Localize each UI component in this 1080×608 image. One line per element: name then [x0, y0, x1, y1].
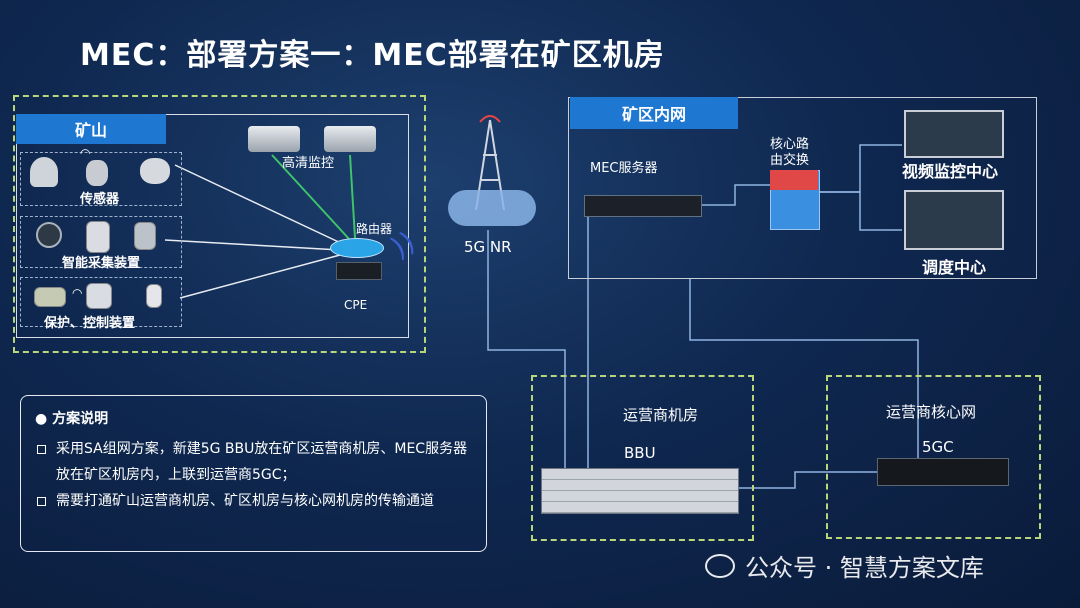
protect-device-icon: [86, 283, 112, 309]
camera-icon: [324, 126, 376, 152]
mec-switch-link: [698, 184, 770, 206]
watermark-text: 公众号 · 智慧方案文库: [745, 554, 984, 582]
description-item: 需要打通矿山运营商机房、矿区机房与核心网机房的传输通道: [35, 488, 472, 514]
mec-server-icon: [584, 195, 702, 217]
description-item-text: 采用SA组网方案，新建5G BBU放在矿区运营商机房、MEC服务器放在矿区机房内…: [56, 441, 468, 483]
watermark: 公众号 · 智慧方案文库: [705, 548, 984, 583]
fivegc-server-icon: [877, 458, 1009, 486]
tower-bbu-link: [487, 230, 566, 470]
firewall-icon: [770, 170, 818, 190]
operator-core-box: [826, 375, 1041, 539]
collector-device-icon: [134, 222, 156, 250]
bbu-label: BBU: [624, 444, 656, 462]
protect-device-icon: [34, 287, 66, 307]
switch-dispatch-link: [818, 191, 902, 231]
collector-device-icon: [86, 221, 110, 253]
wifi-icon: ◠: [80, 146, 91, 160]
mine-net-tab: 矿区内网: [570, 97, 738, 129]
gauge-icon: [36, 222, 62, 248]
square-bullet-icon: [37, 497, 46, 506]
operator-room-box: [531, 375, 754, 541]
sensor-device-icon: [140, 158, 170, 184]
description-heading: ● 方案说明: [35, 411, 109, 427]
router-label: 路由器: [356, 222, 393, 236]
router-icon: [330, 238, 384, 258]
operator-room-title: 运营商机房: [623, 406, 699, 424]
description-heading-text: 方案说明: [52, 411, 109, 427]
camera1-link: [271, 154, 351, 241]
cloud-icon: [448, 190, 536, 226]
sensor-link: [174, 164, 346, 246]
mine-net-panel: [568, 97, 1037, 279]
sensor-label: 传感器: [80, 192, 120, 207]
bbu-device-icon: [541, 468, 739, 514]
sensor-device-icon: [86, 160, 108, 186]
dispatch-room-image: [904, 190, 1004, 250]
camera2-link: [349, 154, 356, 239]
protect-link: [179, 254, 341, 299]
video-wall-image: [904, 110, 1004, 158]
square-bullet-icon: [37, 445, 46, 454]
wechat-icon: [705, 553, 735, 578]
description-item: 采用SA组网方案，新建5G BBU放在矿区运营商机房、MEC服务器放在矿区机房内…: [35, 436, 472, 488]
collector-link: [164, 239, 341, 251]
video-center-label: 视频监控中心: [902, 162, 999, 181]
cpe-label: CPE: [344, 298, 368, 312]
camera-label: 高清监控: [282, 156, 335, 171]
sensor-device-icon: [30, 157, 58, 187]
sensor-group: [20, 152, 182, 206]
mine-tab: 矿山: [16, 114, 166, 144]
collector-group: [20, 216, 182, 268]
wifi-icon: ◠: [72, 286, 83, 300]
core-switch-label: 核心路由交换: [770, 137, 810, 168]
cpe-device-icon: [336, 262, 382, 280]
camera-icon: [248, 126, 300, 152]
dispatch-center-label: 调度中心: [922, 258, 987, 277]
bbu-5gc-link: [738, 471, 878, 489]
antenna-tower-icon: [470, 110, 510, 220]
scheme-description: ● 方案说明 采用SA组网方案，新建5G BBU放在矿区运营商机房、MEC服务器…: [20, 395, 487, 552]
protect-group: [20, 277, 182, 327]
operator-core-title: 运营商核心网: [886, 403, 977, 421]
minenet-5gc-link: [689, 278, 919, 458]
mine-panel: [16, 114, 409, 338]
collector-label: 智能采集装置: [62, 256, 141, 271]
mine-area: [13, 95, 426, 353]
mec-label: MEC服务器: [590, 161, 658, 176]
page-title: MEC：部署方案一：MEC部署在矿区机房: [80, 38, 665, 73]
description-item-text: 需要打通矿山运营商机房、矿区机房与核心网机房的传输通道: [56, 493, 434, 509]
fivegc-label: 5GC: [922, 438, 954, 456]
protect-label: 保护、控制装置: [44, 316, 136, 331]
radio-label: 5G NR: [464, 238, 512, 256]
protect-device-icon: [146, 284, 162, 308]
